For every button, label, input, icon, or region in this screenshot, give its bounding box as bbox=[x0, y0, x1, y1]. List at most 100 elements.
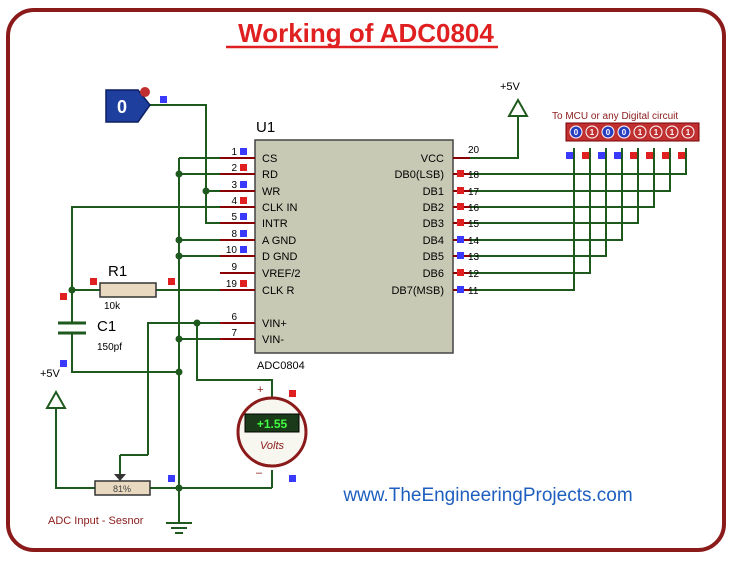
pin-state-indicator bbox=[457, 187, 464, 194]
voltmeter-display bbox=[244, 413, 300, 433]
chip-pin-db4: 14 DB4 bbox=[423, 235, 480, 247]
output-bit-value: 0 bbox=[574, 128, 579, 137]
website-url: www.TheEngineeringProjects.com bbox=[342, 485, 632, 506]
pin-state-indicator bbox=[582, 152, 589, 159]
pin-label: VIN+ bbox=[262, 318, 287, 330]
pin-state-indicator bbox=[457, 286, 464, 293]
voltmeter-reading: +1.55 bbox=[257, 417, 288, 431]
vcc-left-label: +5V bbox=[40, 368, 61, 380]
pin-state-indicator bbox=[457, 269, 464, 276]
pin-number: 10 bbox=[226, 245, 238, 256]
voltmeter-plus: + bbox=[257, 384, 263, 396]
output-bit-value: 0 bbox=[606, 128, 611, 137]
pin-state-indicator bbox=[457, 203, 464, 210]
pin-number: 4 bbox=[231, 196, 237, 207]
pin-label: DB1 bbox=[423, 186, 444, 198]
pin-state-indicator bbox=[240, 213, 247, 220]
pin-label: DB4 bbox=[423, 235, 444, 247]
output-bit-7: 1 bbox=[678, 125, 695, 159]
output-bit-1: 1 bbox=[582, 125, 599, 159]
pin-label: WR bbox=[262, 186, 280, 198]
pin-state-indicator bbox=[457, 252, 464, 259]
output-bit-2: 0 bbox=[598, 125, 615, 159]
pin-state-indicator bbox=[168, 278, 175, 285]
pin-state-indicator bbox=[630, 152, 637, 159]
junction-dots bbox=[68, 170, 210, 492]
vcc-left-terminal: +5V bbox=[40, 360, 67, 409]
logic-toggle-icon[interactable] bbox=[140, 87, 150, 97]
pin-label: CLK R bbox=[262, 285, 294, 297]
pin-state-indicator bbox=[289, 390, 296, 397]
pin-number: 3 bbox=[231, 180, 237, 191]
output-bit-4: 1 bbox=[630, 125, 647, 159]
pin-label: DB0(LSB) bbox=[394, 169, 444, 181]
pot-wiper-icon[interactable] bbox=[114, 474, 126, 481]
output-bit-value: 1 bbox=[686, 128, 691, 137]
pin-number: 5 bbox=[231, 212, 237, 223]
pin-number: 2 bbox=[231, 163, 237, 174]
pin-number: 17 bbox=[468, 187, 480, 198]
pot-body[interactable] bbox=[94, 480, 151, 496]
vcc-label: +5V bbox=[500, 81, 521, 93]
vcc-arrow-icon bbox=[507, 97, 529, 117]
output-connector bbox=[565, 122, 700, 142]
capacitor-c1[interactable]: C1 150pf bbox=[58, 293, 122, 353]
pin-state-indicator bbox=[168, 475, 175, 482]
pin-number: 13 bbox=[468, 252, 480, 263]
pin-state-indicator bbox=[457, 219, 464, 226]
pin-label: CS bbox=[262, 153, 277, 165]
pin-label: DB2 bbox=[423, 202, 444, 214]
pin-state-indicator bbox=[240, 230, 247, 237]
frame-border bbox=[6, 8, 726, 552]
pin-number: 1 bbox=[231, 147, 237, 158]
potentiometer[interactable]: 81% ADC Input - Sesnor bbox=[48, 474, 175, 527]
pin-label: VREF/2 bbox=[262, 268, 301, 280]
chip-pin-wr: 3WR bbox=[220, 180, 280, 198]
pin-state-indicator bbox=[240, 280, 247, 287]
resistor-r1[interactable]: R1 10k bbox=[90, 263, 175, 312]
pin-state-indicator bbox=[662, 152, 669, 159]
resistor-body[interactable] bbox=[99, 282, 157, 298]
chip-ref: U1 bbox=[256, 119, 275, 136]
pin-label: DB5 bbox=[423, 251, 444, 263]
pin-state-indicator bbox=[646, 152, 653, 159]
vcc-terminal: +5V bbox=[500, 81, 529, 117]
pin-number: 14 bbox=[468, 236, 480, 247]
chip-pin-db2: 16 DB2 bbox=[423, 202, 480, 214]
pin-state-indicator bbox=[240, 197, 247, 204]
resistor-ref: R1 bbox=[108, 263, 127, 280]
output-bit-5: 1 bbox=[646, 125, 663, 159]
voltmeter-unit: Volts bbox=[260, 440, 285, 452]
output-bit-value: 1 bbox=[670, 128, 675, 137]
chip-pin-db5: 13 DB5 bbox=[423, 251, 480, 263]
pin-label: CLK IN bbox=[262, 202, 298, 214]
output-bit-value: 1 bbox=[590, 128, 595, 137]
chip-body bbox=[254, 139, 454, 354]
output-bit-value: 0 bbox=[622, 128, 627, 137]
pin-label: DB7(MSB) bbox=[391, 285, 444, 297]
output-bit-3: 0 bbox=[614, 125, 631, 159]
logic-input-probe[interactable]: 0 bbox=[105, 87, 167, 123]
pin-label: INTR bbox=[262, 218, 288, 230]
chip-pin-rd: 2RD bbox=[220, 163, 278, 181]
pin-number: 16 bbox=[468, 203, 480, 214]
pin-state-indicator bbox=[240, 246, 247, 253]
voltmeter[interactable]: +1.55 Volts + – bbox=[236, 384, 308, 482]
pin-number: 19 bbox=[226, 279, 238, 290]
pin-state-indicator bbox=[614, 152, 621, 159]
chip-right-pins: 20VCC18DB0(LSB)17DB116DB215DB314DB413DB5… bbox=[391, 145, 479, 297]
